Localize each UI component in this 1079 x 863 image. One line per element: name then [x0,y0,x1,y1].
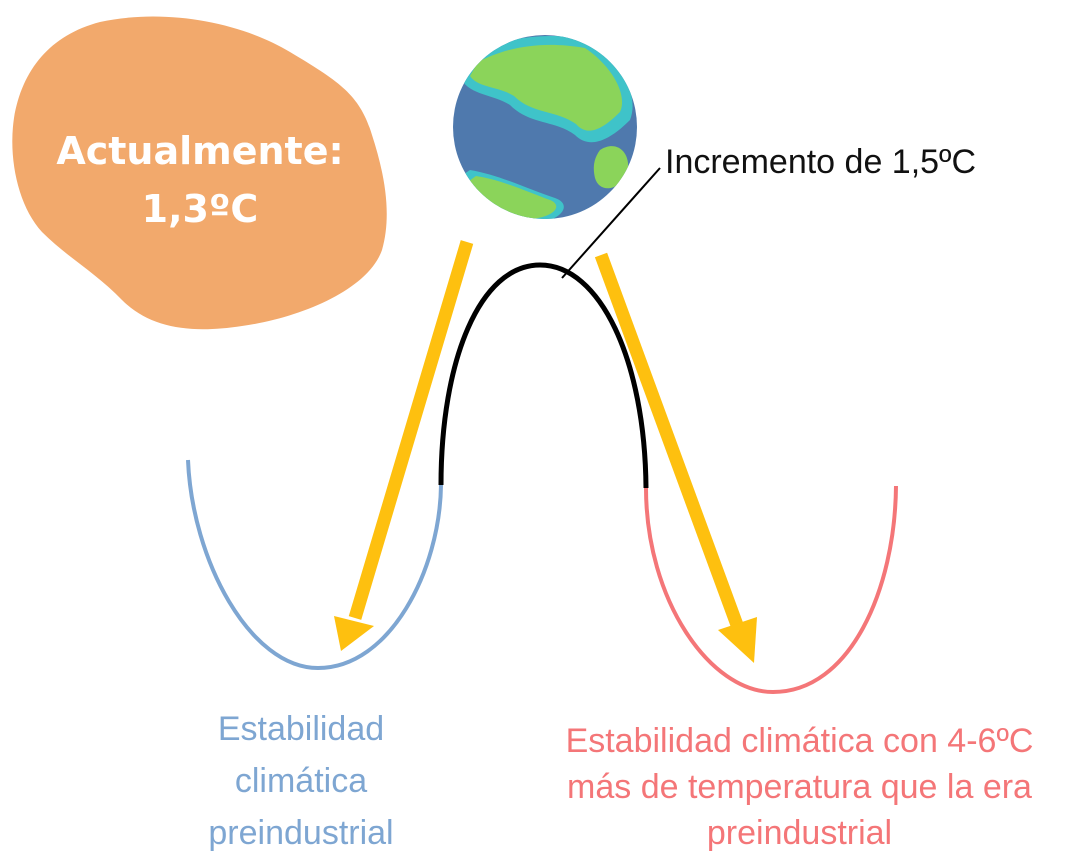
left-well-curve [186,459,443,671]
current-temperature-note: Actualmente: 1,3ºC [20,122,380,238]
current-label: Actualmente: [56,129,344,173]
current-temperature-blob [12,16,387,330]
left-state-label: Estabilidad climática preindustrial [170,703,432,859]
left-state-line: climática [234,762,368,800]
right-arrow-head [718,617,757,663]
peak-pointer-line [561,167,661,279]
earth-land-lower [462,176,557,219]
right-state-label: Estabilidad climática con 4-6ºC más de t… [520,718,1079,856]
right-state-line: Estabilidad climática con 4-6ºC [565,722,1034,760]
earth-land-upper [470,44,623,131]
current-value: 1,3ºC [141,187,259,231]
left-arrow [334,240,474,651]
earth-globe-icon [453,35,637,219]
right-state-line: más de temperatura que la era [567,768,1032,806]
left-state-line: preindustrial [208,814,394,852]
left-arrow-head [334,616,374,651]
right-arrow [594,252,757,663]
right-state-line: preindustrial [706,814,893,852]
earth-land-right [593,146,629,189]
right-arrow-shaft [594,252,744,628]
left-state-line: Estabilidad [217,710,385,748]
peak-label: Incremento de 1,5ºC [665,143,977,181]
left-arrow-shaft [348,240,474,620]
right-well-curve [644,485,898,695]
peak-curve [438,262,649,489]
